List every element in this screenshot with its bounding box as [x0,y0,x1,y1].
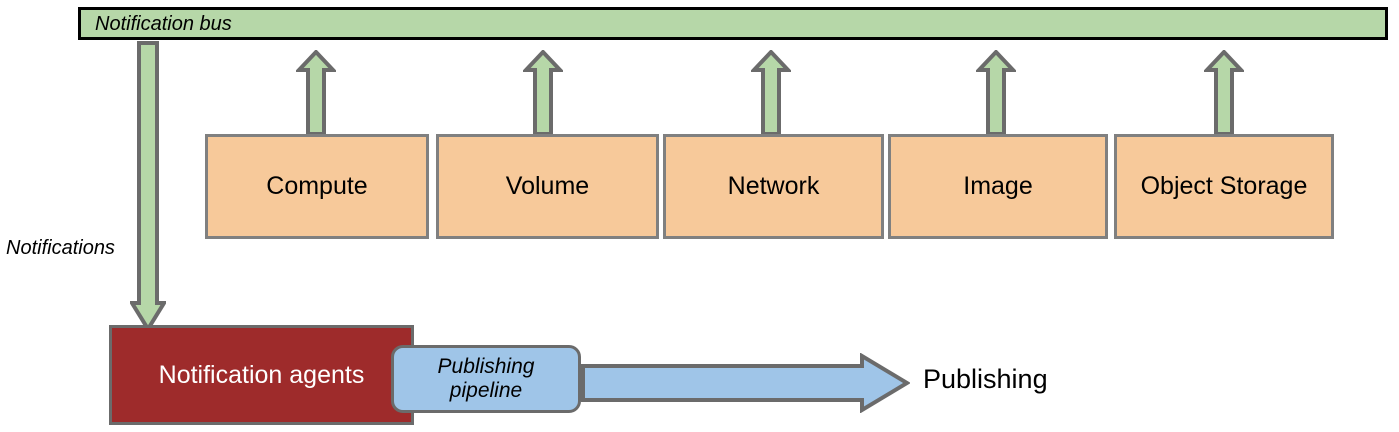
notification-agents-label: Notification agents [158,360,365,389]
service-box-network: Network [663,134,884,239]
service-box-volume: Volume [436,134,659,239]
arrow-compute-to-bus [296,50,336,136]
service-box-object-storage: Object Storage [1114,134,1334,239]
arrow-pipeline-to-publishing [580,353,910,413]
service-label-object-storage: Object Storage [1140,172,1308,200]
notifications-label: Notifications [6,237,115,259]
service-label-image: Image [963,172,1033,200]
notification-bus: Notification bus [78,7,1388,40]
publishing-pipeline-box: Publishing pipeline [391,345,581,413]
publishing-pipeline-label: Publishing pipeline [437,354,535,402]
service-box-image: Image [888,134,1108,239]
notification-bus-label: Notification bus [95,12,232,35]
service-box-compute: Compute [205,134,429,239]
arrow-image-to-bus [976,50,1016,136]
arrow-network-to-bus [751,50,791,136]
arrow-volume-to-bus [523,50,563,136]
arrow-object-storage-to-bus [1204,50,1244,136]
service-label-volume: Volume [505,172,590,200]
publishing-label: Publishing [923,364,1048,394]
arrow-bus-to-notification-agents [130,41,166,331]
service-label-compute: Compute [266,172,368,200]
service-label-network: Network [727,172,820,200]
notification-agents-box: Notification agents [109,325,414,425]
